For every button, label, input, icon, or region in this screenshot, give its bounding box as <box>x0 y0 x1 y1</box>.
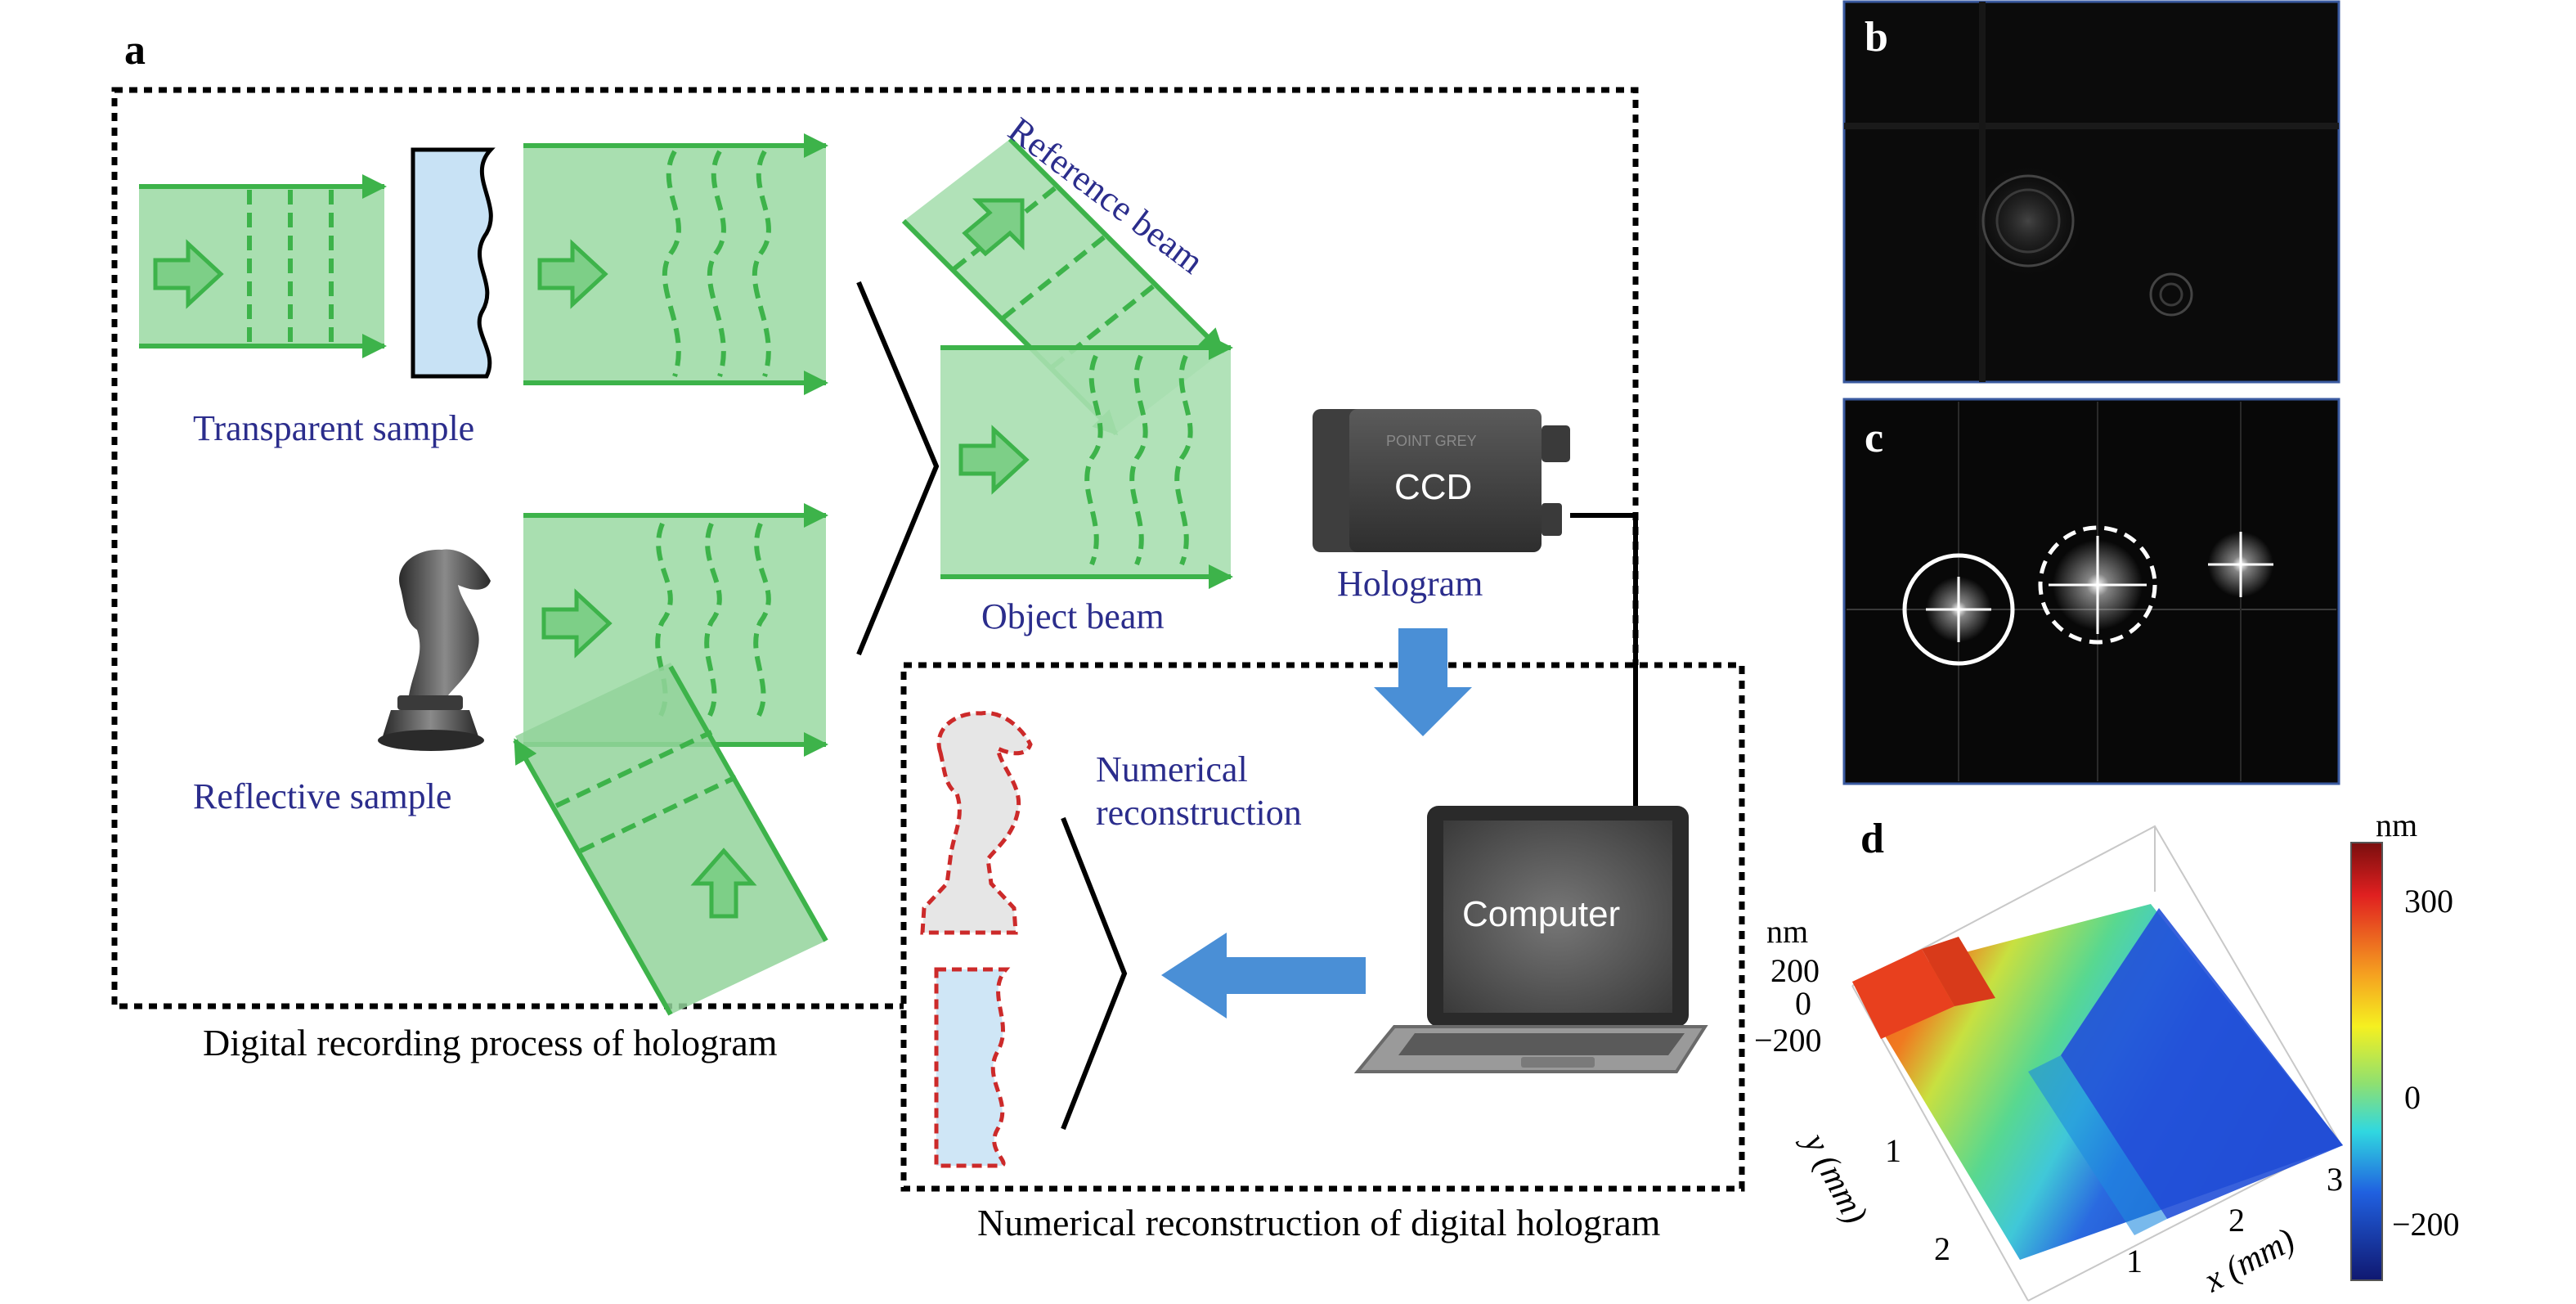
z-tick-label: 200 <box>1770 952 1820 989</box>
colorbar-tick-label: 0 <box>2404 1079 2421 1116</box>
reflective-sample-label: Reflective sample <box>193 776 451 816</box>
camera-cable <box>1570 513 1638 834</box>
numerical-reconstruction-label: Numerical <box>1096 749 1248 789</box>
down-arrow-icon <box>1374 628 1472 736</box>
transparent-sample-label: Transparent sample <box>193 408 474 448</box>
transmitted-beam <box>523 133 828 395</box>
surface-plot <box>1852 904 2343 1260</box>
hologram-label: Hologram <box>1337 564 1483 604</box>
x-tick-label: 1 <box>2126 1243 2143 1279</box>
colorbar-tick-label: −200 <box>2392 1206 2460 1243</box>
ccd-label: CCD <box>1394 467 1472 507</box>
transparent-sample-shape <box>411 147 496 379</box>
x-axis-label: x (mm) <box>2197 1221 2300 1300</box>
colorbar-tick-label: 300 <box>2404 883 2453 920</box>
x-tick-label: 2 <box>2228 1202 2245 1239</box>
beam-direction-icon <box>962 198 1025 257</box>
panel-a-letter: a <box>124 27 146 74</box>
panel-d: d nm 200 0 −200 1 2 y (mm) 1 2 3 x (mm) <box>1754 807 2460 1302</box>
incident-beam-transparent <box>139 174 387 358</box>
panel-d-letter: d <box>1860 816 1884 862</box>
reconstructed-profile <box>934 967 1011 1168</box>
filter-circle-icon <box>1902 553 2015 666</box>
beam-direction-icon <box>537 239 608 309</box>
ccd-camera: POINT GREY CCD <box>1313 409 1570 552</box>
knight-piece <box>378 549 491 751</box>
beam-direction-icon <box>153 239 224 309</box>
camera-brand-text: POINT GREY <box>1386 433 1477 449</box>
x-tick-label: 3 <box>2327 1161 2343 1198</box>
object-beam-label: Object beam <box>981 596 1165 636</box>
panel-a: a Transparent sample <box>111 27 1745 1243</box>
dc-term-dashed-circle-icon <box>2038 525 2157 645</box>
recording-caption: Digital recording process of hologram <box>203 1022 778 1063</box>
panel-b: b <box>1842 0 2340 384</box>
y-tick-label: 1 <box>1885 1132 1901 1169</box>
reconstruction-caption: Numerical reconstruction of digital holo… <box>977 1202 1661 1243</box>
numerical-reconstruction-label-line2: reconstruction <box>1096 793 1302 833</box>
beam-direction-icon <box>958 425 1030 495</box>
beam-direction-icon <box>690 848 757 919</box>
colorbar <box>2350 842 2383 1281</box>
hologram-image <box>1842 0 2340 384</box>
reconstructed-knight <box>920 711 1033 935</box>
reflected-beam-incoming <box>513 663 828 1016</box>
object-beam <box>940 335 1233 589</box>
beam-direction-icon <box>541 588 613 659</box>
z-axis-unit: nm <box>1766 913 1808 950</box>
z-tick-label: 0 <box>1795 985 1811 1022</box>
panel-c: c <box>1842 398 2340 785</box>
panel-c-letter: c <box>1865 415 1883 461</box>
combine-bracket <box>856 281 940 656</box>
panel-b-letter: b <box>1865 14 1888 61</box>
y-tick-label: 2 <box>1934 1230 1950 1267</box>
z-tick-label: −200 <box>1754 1022 1822 1059</box>
y-axis-label: y (mm) <box>1794 1125 1874 1230</box>
laptop-computer: Computer <box>1353 806 1708 1073</box>
colorbar-unit: nm <box>2376 807 2417 843</box>
left-arrow-icon <box>1161 933 1366 1018</box>
reconstruction-bracket <box>1061 816 1128 1131</box>
computer-label: Computer <box>1462 894 1620 934</box>
